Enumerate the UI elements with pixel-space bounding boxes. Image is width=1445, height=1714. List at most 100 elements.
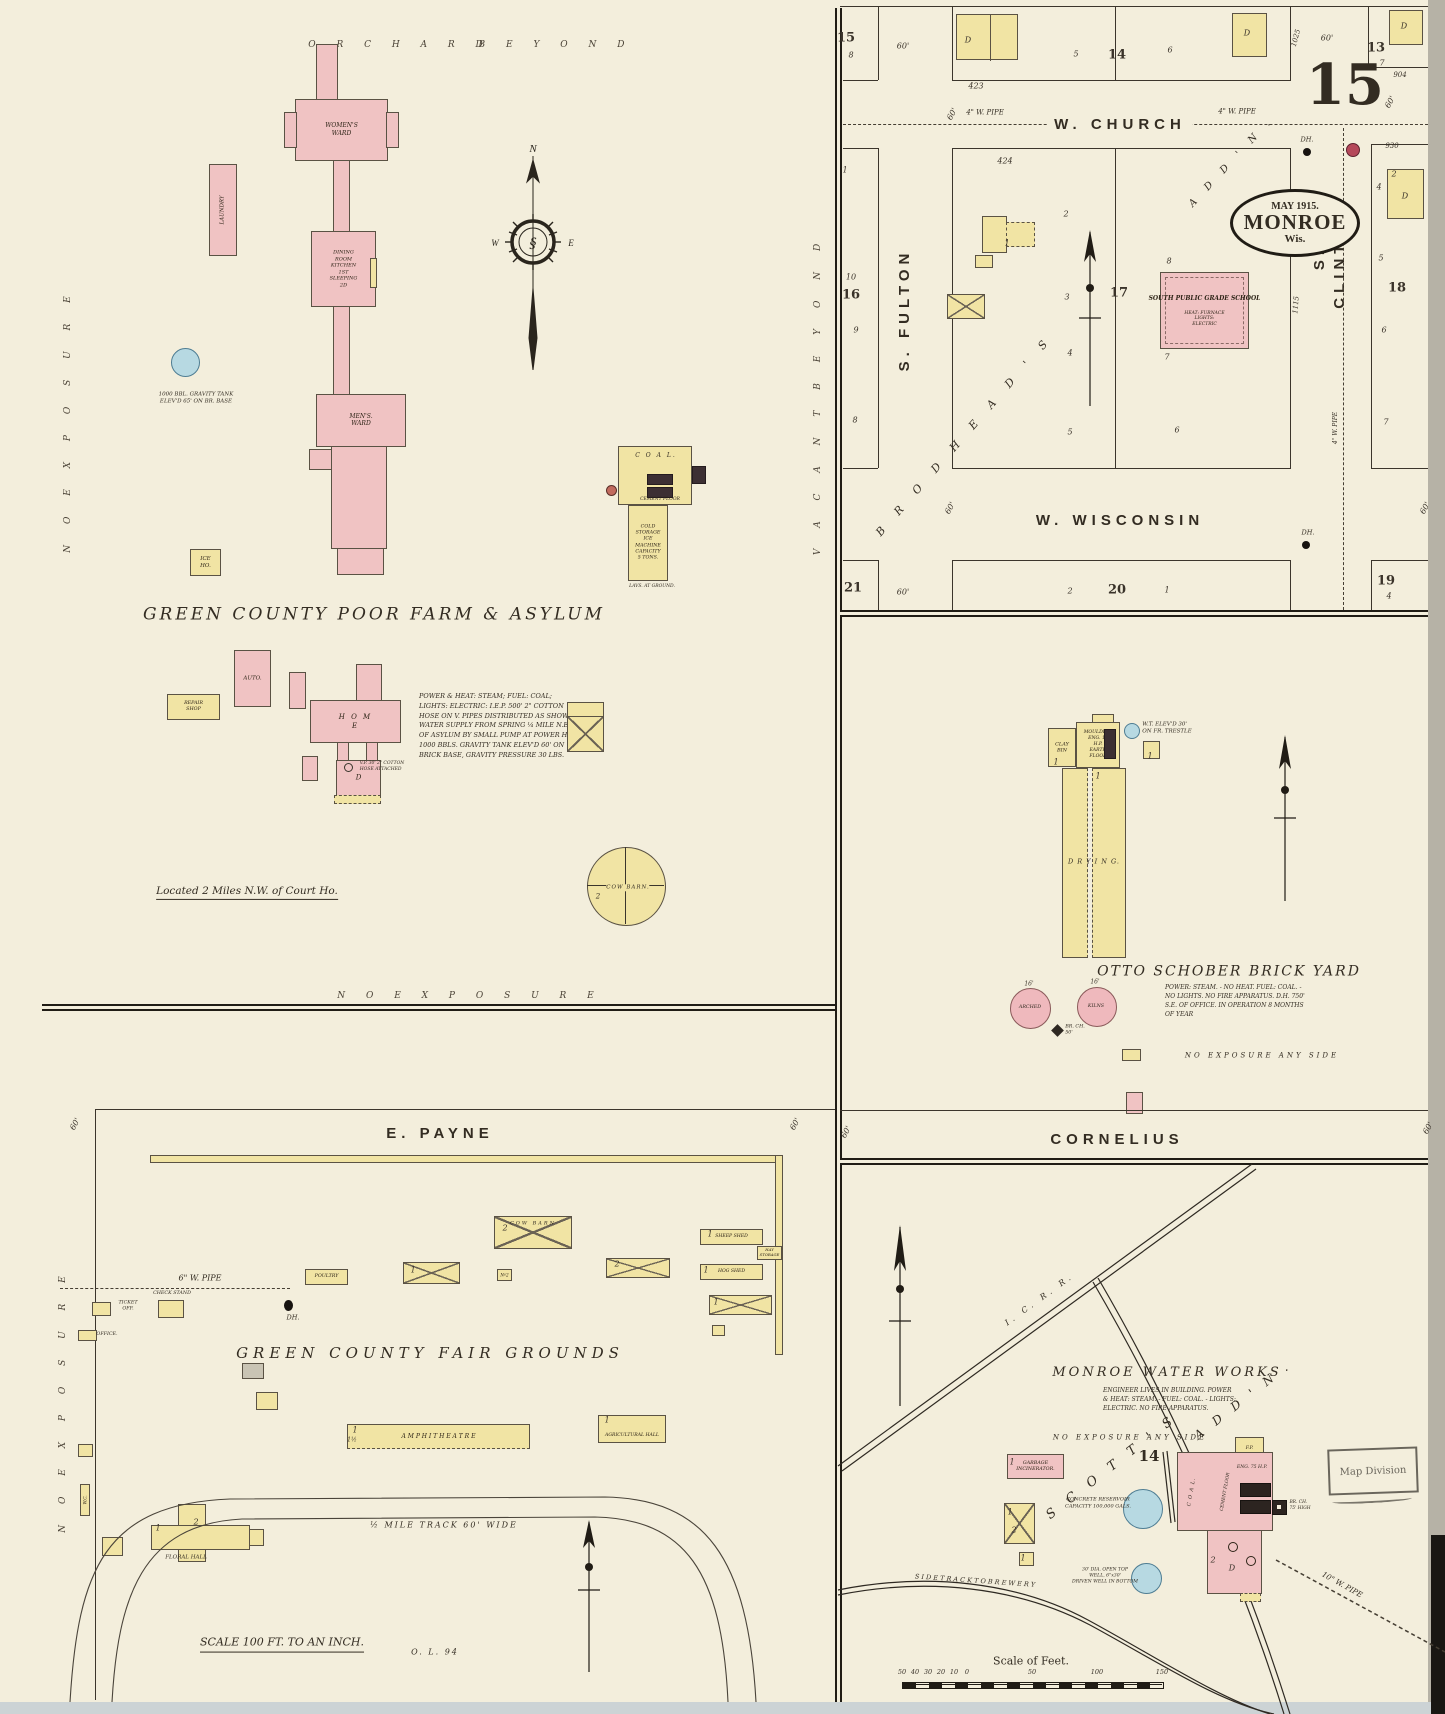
hay-storage-label: HAY STORAGE (759, 1247, 780, 1257)
laundry-building: LAUNDRY (209, 164, 237, 256)
hay-storage: HAY STORAGE (757, 1246, 782, 1260)
blk-line (1368, 67, 1428, 68)
asylum-corridor-upper (333, 160, 350, 232)
map-number: 4 (1067, 348, 1073, 358)
womens-ward-wing-left (284, 112, 297, 148)
svg-text:§: § (530, 236, 537, 252)
map-number: 100 (1090, 1668, 1104, 1676)
womens-ward-building: WOMEN'S WARD (295, 99, 388, 161)
fair-scale-note: SCALE 100 FT. TO AN INCH. (200, 1636, 364, 1653)
hog-shed: HOG SHED (700, 1264, 763, 1280)
plant-chimney (1272, 1500, 1287, 1515)
cow-barn-num: 2 (595, 892, 601, 901)
small-outbuilding (289, 672, 306, 709)
dwelling (1232, 13, 1267, 57)
boiler-2 (647, 487, 673, 498)
map-number: 60' (1320, 33, 1334, 43)
dining-label: DINING ROOM KITCHEN 1ST SLEEPING 2D (329, 249, 358, 289)
map-number: 17 (1109, 285, 1129, 301)
street-w-church: W. CHURCH (1048, 114, 1192, 136)
blk-line (952, 6, 953, 80)
agricultural-hall: AGRICULTURAL HALL (598, 1415, 666, 1443)
blk-line (1290, 148, 1291, 468)
brickyard-panel-bottom-border (840, 1158, 1428, 1165)
map-number: 7 (1164, 352, 1170, 362)
mens-ward-building: MEN'S. WARD (316, 394, 406, 447)
poultry-label: POULTRY (314, 1273, 339, 1279)
map-number: 904 (1393, 71, 1407, 79)
map-number: 60' (943, 500, 957, 516)
no2-label: Nº2 (500, 1272, 509, 1278)
map-number: 20 (936, 1668, 946, 1676)
blk-line (1371, 560, 1372, 610)
plant-porch (1240, 1593, 1261, 1602)
blk-line (1290, 6, 1291, 80)
map-number: 1 (1147, 751, 1153, 761)
drying-shed-east (1092, 768, 1126, 958)
plant-boiler-2 (1240, 1500, 1271, 1514)
brickyard-title: OTTO SCHOBER BRICK YARD (1097, 963, 1361, 980)
map-number: 5 (1378, 253, 1384, 263)
blk-line (843, 468, 878, 469)
hog-shed-label: HOG SHED (717, 1269, 746, 1275)
map-number: 40 (910, 1668, 920, 1676)
repair-shop-label: REPAIR SHOP (184, 700, 203, 712)
blk-line (1371, 468, 1428, 469)
map-number: 60' (896, 587, 910, 597)
map-number: 2 (502, 1223, 508, 1233)
repair-shop: REPAIR SHOP (167, 694, 220, 720)
sheet-number: 15 (1306, 52, 1384, 119)
orchard-beyond-label: O R C H A R D (308, 39, 492, 50)
school-roof-dashes (1165, 277, 1244, 344)
water-tank-trestle (1124, 723, 1140, 739)
reservoir-note: CONCRETE RESERVOIR CAPACITY 100,000 GALS… (1064, 1496, 1132, 1509)
stamp-city: MONROE (1243, 210, 1347, 234)
monroe-stamp: MAY 1915. MONROE Wis. (1230, 189, 1360, 257)
check-stand (158, 1300, 184, 1318)
dining-annex (370, 258, 377, 288)
brick-chimney-icon (606, 485, 617, 496)
pipe-label-church-west: 4" W. PIPE (964, 108, 1006, 118)
dry-shed-small (1143, 741, 1160, 759)
asylum-notes: POWER & HEAT: STEAM; FUEL: COAL; LIGHTS:… (419, 692, 576, 759)
map-number: 1 (1007, 1507, 1013, 1517)
map-number: 150 (1155, 1668, 1169, 1676)
auto-label: AUTO. (243, 674, 262, 681)
water-pipe-clinton (1343, 128, 1344, 610)
map-number: D (1243, 28, 1251, 38)
kiln-round-east (1077, 987, 1117, 1027)
coal-label: C O A L. (635, 451, 677, 459)
fair-chapel (256, 1392, 278, 1410)
drying-shed-west (1062, 768, 1088, 958)
map-number: 16' (1090, 978, 1100, 986)
fair-pipe-label: 6" W. PIPE (178, 1273, 222, 1283)
moulding-bump (1092, 714, 1114, 723)
svg-text:N: N (528, 143, 537, 155)
stamp-state: Wis. (1284, 233, 1306, 245)
map-division-stamp: Map Division (1327, 1446, 1419, 1496)
map-number: 1025 (1289, 28, 1303, 48)
street-w-wisconsin: W. WISCONSIN (1029, 510, 1211, 532)
waterworks-shed (1019, 1552, 1034, 1566)
asylum-title: GREEN COUNTY POOR FARM & ASYLUM (142, 604, 606, 625)
machine-box (692, 466, 706, 484)
map-number: 2 (193, 1517, 199, 1527)
fair-office (78, 1330, 97, 1341)
brick-chimney-diamond (1051, 1024, 1064, 1037)
shed (975, 255, 993, 268)
fire-alarm-box (1346, 143, 1360, 157)
map-number: 1 (1009, 1457, 1015, 1467)
fair-cow-barn (494, 1216, 572, 1249)
map-number: 16' (1024, 980, 1034, 988)
kiln-west-label: ARCHED (1018, 1004, 1042, 1010)
map-number: 1 (155, 1523, 161, 1533)
school-building: SOUTH PUBLIC GRADE SCHOOL HEAT: FURNACE … (1149, 272, 1260, 349)
map-number: 8 (852, 415, 858, 425)
fair-title: GREEN COUNTY FAIR GROUNDS (236, 1343, 624, 1362)
map-number: 423 (968, 81, 984, 91)
fair-water-pipe (60, 1288, 290, 1289)
blk-line (1371, 560, 1428, 561)
map-number: 6 (1167, 45, 1173, 55)
mens-ward-label: MEN'S. WARD (349, 412, 373, 428)
map-number: 2 (1011, 1525, 1017, 1535)
